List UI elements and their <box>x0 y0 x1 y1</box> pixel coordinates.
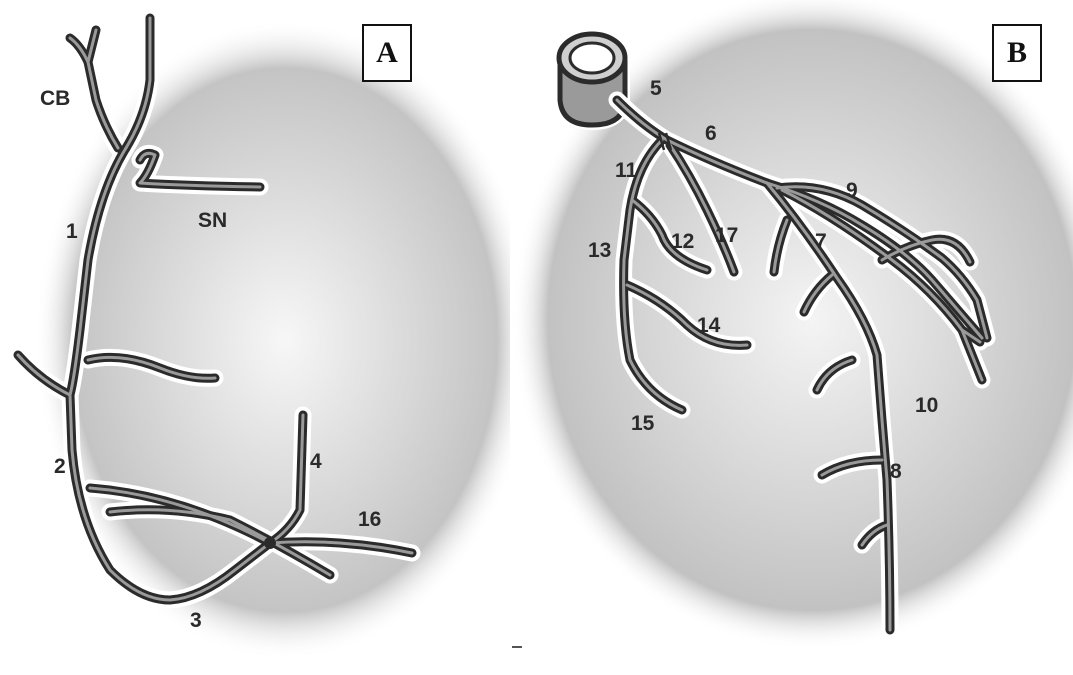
aorta-stump <box>559 34 625 125</box>
panel-b: 5 6 7 8 9 10 11 12 13 14 15 17 B <box>512 0 1073 675</box>
label-sn: SN <box>198 209 227 232</box>
divider-mark <box>512 646 522 648</box>
label-13: 13 <box>588 239 611 262</box>
label-cb: CB <box>40 87 70 110</box>
label-17: 17 <box>715 224 738 247</box>
crux-junction <box>264 537 276 549</box>
panel-a: CB SN 1 2 3 4 16 A <box>0 0 510 675</box>
label-10: 10 <box>915 394 938 417</box>
panel-letter-a: A <box>362 24 412 82</box>
label-7: 7 <box>815 230 827 253</box>
label-8: 8 <box>890 460 902 483</box>
label-4: 4 <box>310 450 322 473</box>
label-3: 3 <box>190 609 202 632</box>
label-15: 15 <box>631 412 655 435</box>
label-11: 11 <box>615 159 638 182</box>
label-14: 14 <box>697 314 721 337</box>
panel-letter-b: B <box>992 24 1042 82</box>
label-5: 5 <box>650 77 662 100</box>
label-1: 1 <box>66 220 78 243</box>
label-12: 12 <box>671 230 694 253</box>
label-2: 2 <box>54 455 66 478</box>
label-6: 6 <box>705 122 717 145</box>
label-9: 9 <box>846 179 858 202</box>
panel-a-diagram: CB SN 1 2 3 4 16 <box>0 0 510 675</box>
label-16: 16 <box>358 508 381 531</box>
panel-b-diagram: 5 6 7 8 9 10 11 12 13 14 15 17 <box>512 0 1073 675</box>
